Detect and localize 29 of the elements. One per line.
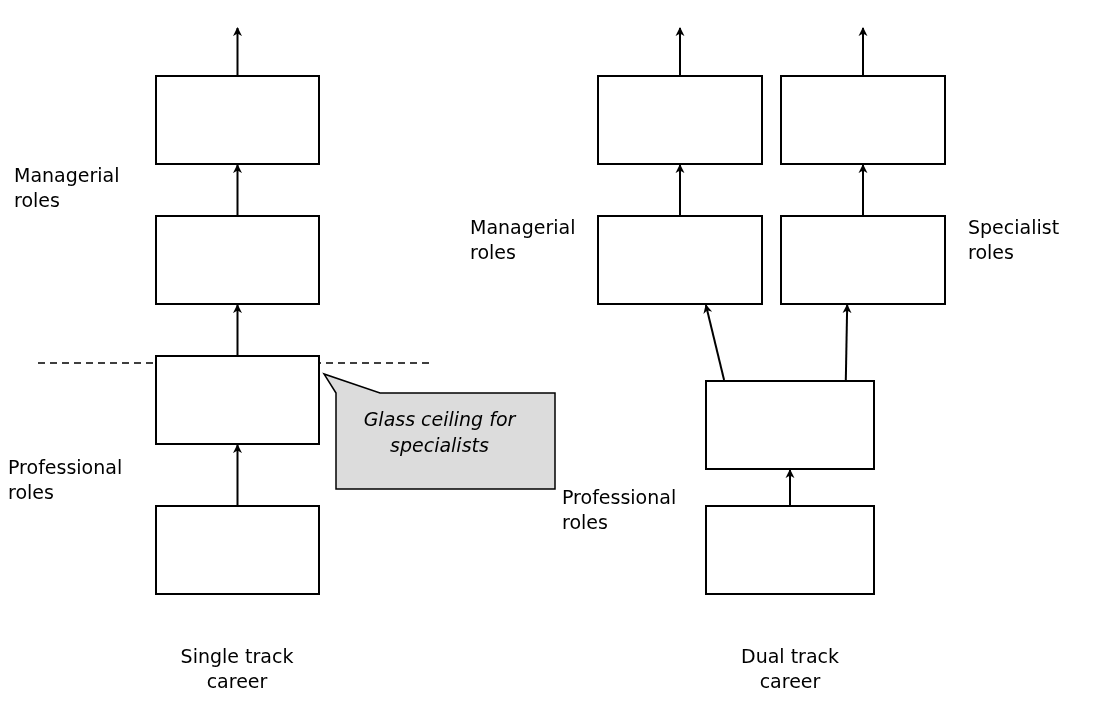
track-caption: Dual track career bbox=[740, 644, 840, 694]
arrow bbox=[233, 444, 242, 506]
arrow bbox=[675, 164, 685, 216]
arrow bbox=[785, 469, 795, 506]
empty-box bbox=[155, 355, 320, 445]
empty-box bbox=[705, 505, 875, 595]
arrow bbox=[842, 304, 852, 381]
track-caption: Managerial roles bbox=[470, 215, 577, 265]
empty-box bbox=[780, 75, 946, 165]
empty-box bbox=[155, 215, 320, 305]
role-label: Professional roles bbox=[8, 455, 124, 505]
track-caption: Single track career bbox=[179, 644, 295, 694]
role-label: Professional roles bbox=[562, 485, 678, 535]
empty-box bbox=[597, 215, 763, 305]
arrow bbox=[233, 304, 242, 356]
arrow bbox=[703, 304, 726, 381]
empty-box bbox=[705, 380, 875, 470]
arrow bbox=[858, 27, 868, 76]
arrow bbox=[675, 27, 685, 76]
empty-box bbox=[155, 505, 320, 595]
arrow bbox=[233, 27, 242, 76]
empty-box bbox=[597, 75, 763, 165]
track-caption: Specialist roles bbox=[968, 215, 1061, 265]
empty-box bbox=[780, 215, 946, 305]
role-label: Managerial roles bbox=[14, 163, 121, 213]
callout-box: Glass ceiling for specialists bbox=[322, 372, 557, 492]
arrow bbox=[233, 164, 242, 216]
empty-box bbox=[155, 75, 320, 165]
arrow bbox=[858, 164, 868, 216]
